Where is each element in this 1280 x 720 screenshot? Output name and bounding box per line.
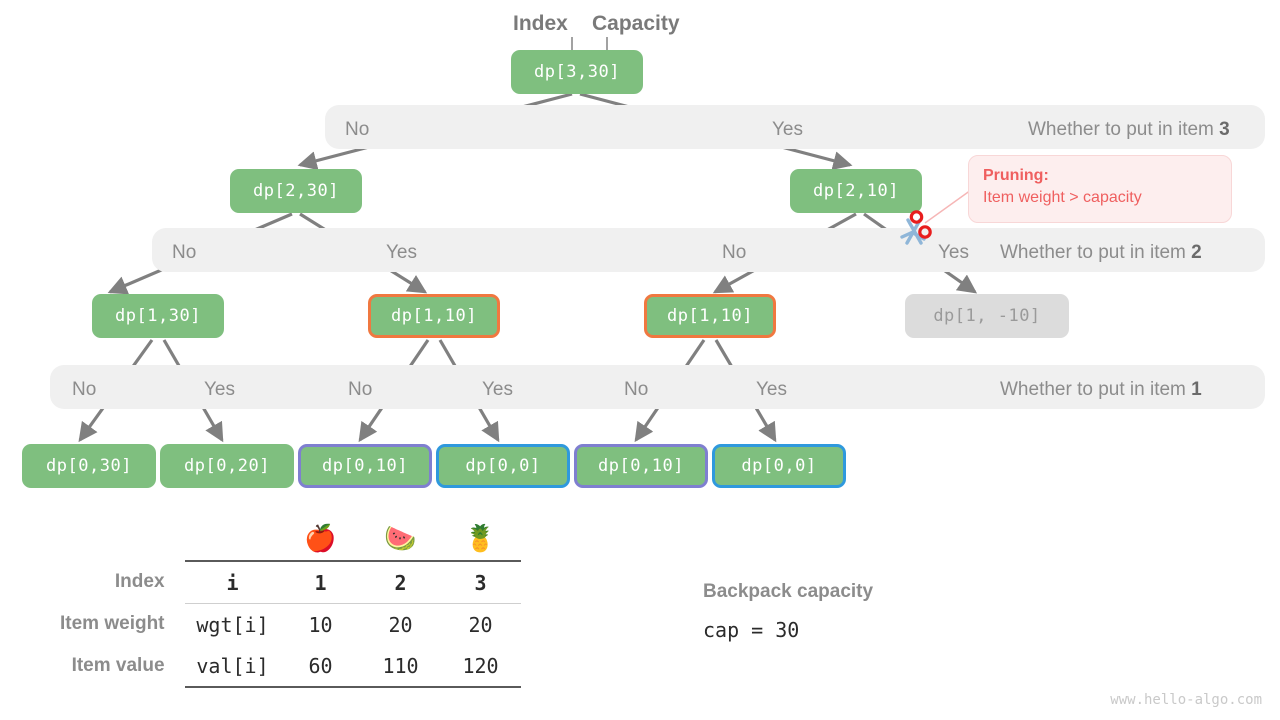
pruning-title-colon: : — [1043, 167, 1049, 184]
leaf-dp-0-10-left[interactable]: dp[0,10] — [298, 444, 432, 488]
band-2-choice-no-2: No — [722, 242, 747, 263]
weight-value-3: 20 — [468, 612, 493, 637]
item-table: 🍎 🍉 🍍 Index i 1 2 3 Item weight wgt[i] 1… — [60, 518, 521, 688]
band-1-title: Whether to put in item 1 — [1000, 380, 1202, 399]
value-value-1: 60 — [280, 645, 361, 688]
band-2-title-item: 2 — [1191, 242, 1202, 263]
node-dp-1-neg10: dp[1, -10] — [905, 294, 1069, 338]
emoji-key-spacer — [184, 518, 281, 562]
band-item-3 — [325, 105, 1265, 149]
emoji-apple: 🍎 — [280, 518, 361, 562]
emoji-watermelon: 🍉 — [360, 518, 441, 562]
band-item-2 — [152, 228, 1265, 272]
row-key-index: i — [184, 561, 281, 604]
node-dp-1-10-right[interactable]: dp[1,10] — [644, 294, 776, 338]
band-3-title: Whether to put in item 3 — [1028, 120, 1230, 139]
band-2-title-text: Whether to put in item — [1000, 242, 1192, 263]
row-key-weight: wgt[i] — [196, 612, 269, 637]
scissors-icon — [900, 210, 932, 245]
index-value-3: 3 — [440, 561, 521, 604]
band-item-1 — [50, 365, 1265, 409]
band-1-choice-no-3: No — [624, 379, 649, 400]
leaf-dp-0-10-right[interactable]: dp[0,10] — [574, 444, 708, 488]
row-label-value: Item value — [71, 655, 165, 676]
row-label-index: Index — [114, 571, 165, 593]
node-dp-2-10[interactable]: dp[2,10] — [790, 169, 922, 213]
index-header-label: Index — [513, 12, 568, 35]
leaf-dp-0-0-left[interactable]: dp[0,0] — [436, 444, 570, 488]
band-2-choice-yes-2: Yes — [938, 242, 969, 263]
band-3-title-text: Whether to put in item — [1028, 119, 1220, 140]
table-row-weight: Item weight wgt[i] 10 20 20 — [60, 604, 521, 646]
weight-value-1: 10 — [308, 612, 333, 637]
emoji-row-spacer — [60, 518, 185, 561]
index-value-1: 1 — [280, 561, 361, 604]
pruning-title: Pruning: — [983, 165, 1217, 187]
value-value-3: 120 — [440, 645, 521, 688]
pruning-title-text: Pruning — [983, 167, 1044, 184]
band-3-choice-no: No — [345, 119, 370, 140]
watermark: www.hello-algo.com — [1110, 692, 1262, 708]
table-row-value: Item value val[i] 60 110 120 — [60, 645, 521, 688]
weight-value-2: 20 — [388, 612, 413, 637]
row-label-weight: Item weight — [60, 613, 165, 635]
index-value-2: 2 — [360, 561, 441, 604]
pruning-reason: Item weight > capacity — [983, 189, 1142, 206]
band-2-title: Whether to put in item 2 — [1000, 243, 1202, 262]
pruning-callout: Pruning: Item weight > capacity — [968, 155, 1232, 223]
band-2-choice-no-1: No — [172, 242, 197, 263]
table-row-index: Index i 1 2 3 — [60, 561, 521, 604]
node-dp-2-30[interactable]: dp[2,30] — [230, 169, 362, 213]
capacity-header-label: Capacity — [592, 12, 680, 35]
node-dp-3-30[interactable]: dp[3,30] — [511, 50, 643, 94]
band-1-choice-yes-3: Yes — [756, 379, 787, 400]
band-1-choice-no-1: No — [72, 379, 97, 400]
band-1-title-item: 1 — [1191, 379, 1202, 400]
band-1-title-text: Whether to put in item — [1000, 379, 1192, 400]
leaf-dp-0-0-right[interactable]: dp[0,0] — [712, 444, 846, 488]
band-2-choice-yes-1: Yes — [386, 242, 417, 263]
node-dp-1-30[interactable]: dp[1,30] — [92, 294, 224, 338]
band-1-choice-yes-2: Yes — [482, 379, 513, 400]
row-key-value: val[i] — [184, 645, 281, 688]
leaf-dp-0-30[interactable]: dp[0,30] — [22, 444, 156, 488]
node-dp-1-10-left[interactable]: dp[1,10] — [368, 294, 500, 338]
table-row-emoji: 🍎 🍉 🍍 — [60, 518, 521, 562]
band-1-choice-yes-1: Yes — [204, 379, 235, 400]
leaf-dp-0-20[interactable]: dp[0,20] — [160, 444, 294, 488]
item-table-grid: 🍎 🍉 🍍 Index i 1 2 3 Item weight wgt[i] 1… — [60, 518, 521, 688]
backpack-capacity-code: cap = 30 — [703, 618, 800, 642]
value-value-2: 110 — [360, 645, 441, 688]
emoji-pineapple: 🍍 — [440, 518, 521, 562]
band-3-title-item: 3 — [1219, 119, 1230, 140]
backpack-capacity-label: Backpack capacity — [703, 581, 874, 602]
band-3-choice-yes: Yes — [772, 119, 803, 140]
band-1-choice-no-2: No — [348, 379, 373, 400]
